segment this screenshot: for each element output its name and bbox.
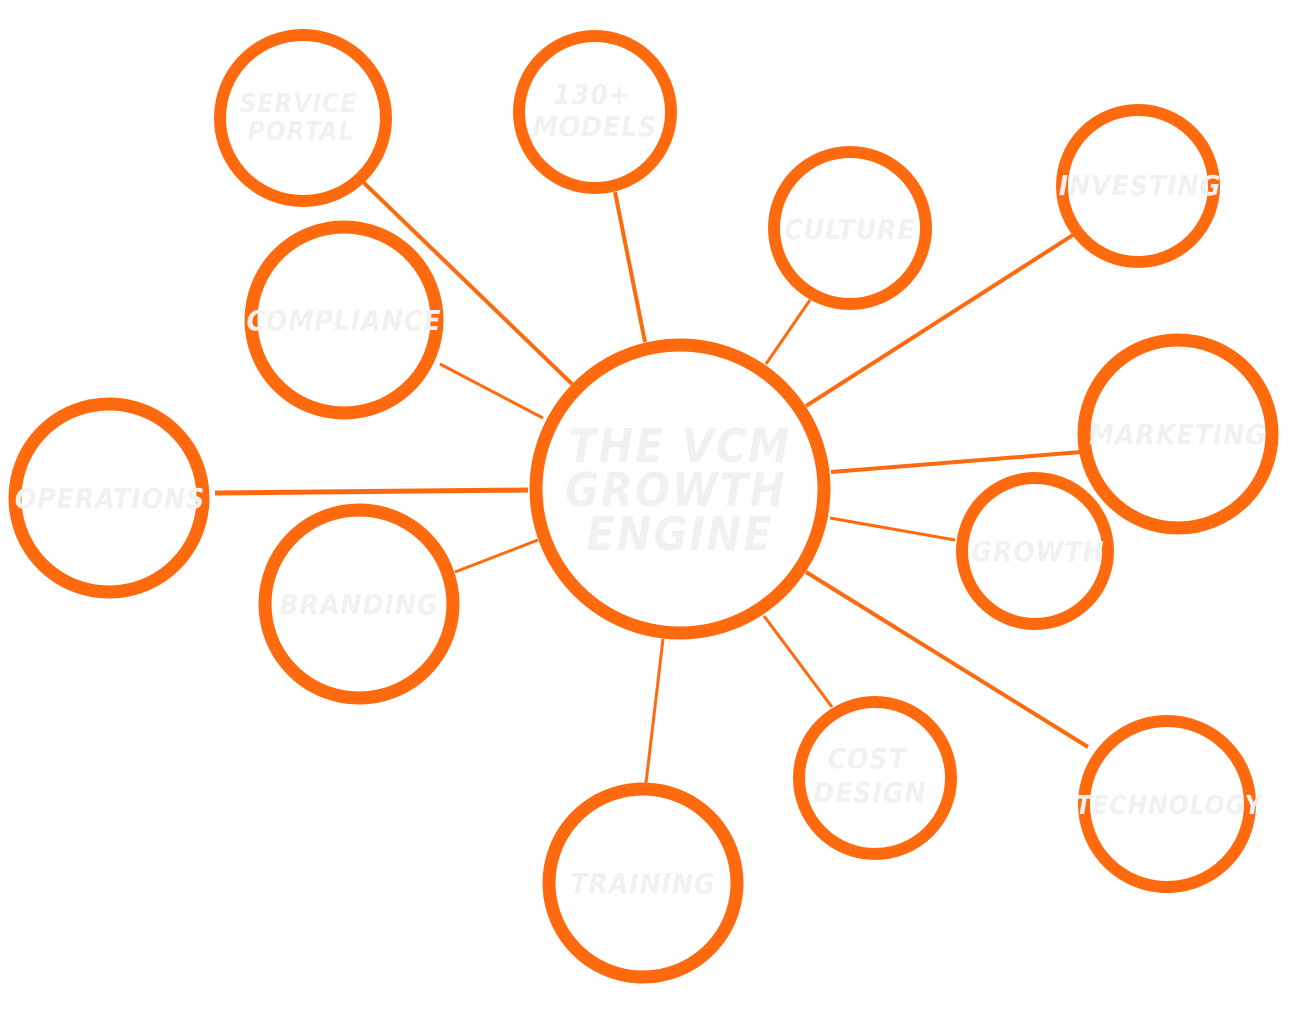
center-hub-label: THE VCM GROWTH ENGINE (565, 419, 808, 561)
node-training-circle (542, 782, 744, 984)
node-growth-label: GROWTH (971, 535, 1105, 568)
connector-cost-design (762, 615, 834, 708)
node-models-line-2: MODELS (533, 110, 658, 143)
center-label-line-2: GROWTH (565, 463, 787, 517)
connector-culture (764, 299, 812, 365)
node-models-circle (513, 30, 677, 194)
node-branding-circle (258, 503, 460, 705)
node-compliance-label: COMPLIANCE (246, 304, 441, 337)
node-compliance: COMPLIANCE (244, 220, 444, 420)
node-marketing-label: MARKETING (1089, 418, 1267, 451)
node-culture-label: CULTURE (784, 213, 916, 246)
connector-growth (829, 516, 956, 542)
node-investing-label: INVESTING (1059, 169, 1222, 202)
node-compliance-circle (244, 220, 444, 420)
node-service-portal: SERVICE PORTAL (214, 29, 392, 207)
center-label-line-3: ENGINE (586, 507, 773, 561)
node-technology-circle (1078, 715, 1256, 893)
node-models: 130+ MODELS (513, 30, 677, 194)
node-culture: CULTURE (768, 146, 932, 310)
node-cost-design-line-2: DESIGN (813, 776, 926, 809)
node-service-portal-line-1: SERVICE (240, 89, 358, 119)
node-branding: BRANDING (258, 503, 460, 705)
connector-service-portal (361, 180, 574, 386)
connector-training (644, 638, 665, 784)
node-cost-design-label: COST DESIGN (813, 742, 926, 809)
node-marketing-circle (1077, 333, 1279, 535)
node-models-line-1: 130+ (553, 78, 631, 111)
node-service-portal-label: SERVICE PORTAL (240, 89, 367, 147)
node-service-portal-line-2: PORTAL (248, 117, 355, 147)
connector-branding (454, 538, 539, 574)
node-cost-design-circle (793, 696, 957, 860)
connector-investing (804, 233, 1075, 408)
connector-compliance (439, 362, 544, 420)
node-growth: GROWTH (956, 472, 1114, 630)
node-branding-label: BRANDING (279, 588, 438, 621)
node-operations: OPERATIONS (8, 397, 210, 599)
node-operations-circle (8, 397, 210, 599)
node-cost-design: COST DESIGN (793, 696, 957, 860)
node-service-portal-circle (214, 29, 392, 207)
connector-marketing (830, 450, 1082, 474)
node-operations-label: OPERATIONS (15, 482, 205, 515)
connectors (214, 180, 1090, 784)
connector-technology (804, 570, 1090, 749)
node-technology: TECHNOLOGY (1075, 715, 1263, 893)
node-investing: INVESTING (1056, 104, 1222, 268)
node-cost-design-line-1: COST (828, 742, 908, 775)
node-culture-circle (768, 146, 932, 310)
node-marketing: MARKETING (1077, 333, 1279, 535)
node-models-label: 130+ MODELS (533, 78, 658, 143)
node-training: TRAINING (542, 782, 744, 984)
connector-models (613, 191, 647, 343)
center-label-line-1: THE VCM (568, 419, 791, 473)
connector-operations (214, 487, 529, 496)
node-investing-circle (1056, 104, 1220, 268)
center-hub: THE VCM GROWTH ENGINE (529, 338, 831, 640)
node-growth-circle (956, 472, 1114, 630)
node-training-label: TRAINING (570, 867, 716, 900)
node-technology-label: TECHNOLOGY (1075, 791, 1263, 821)
center-hub-circle (529, 338, 831, 640)
